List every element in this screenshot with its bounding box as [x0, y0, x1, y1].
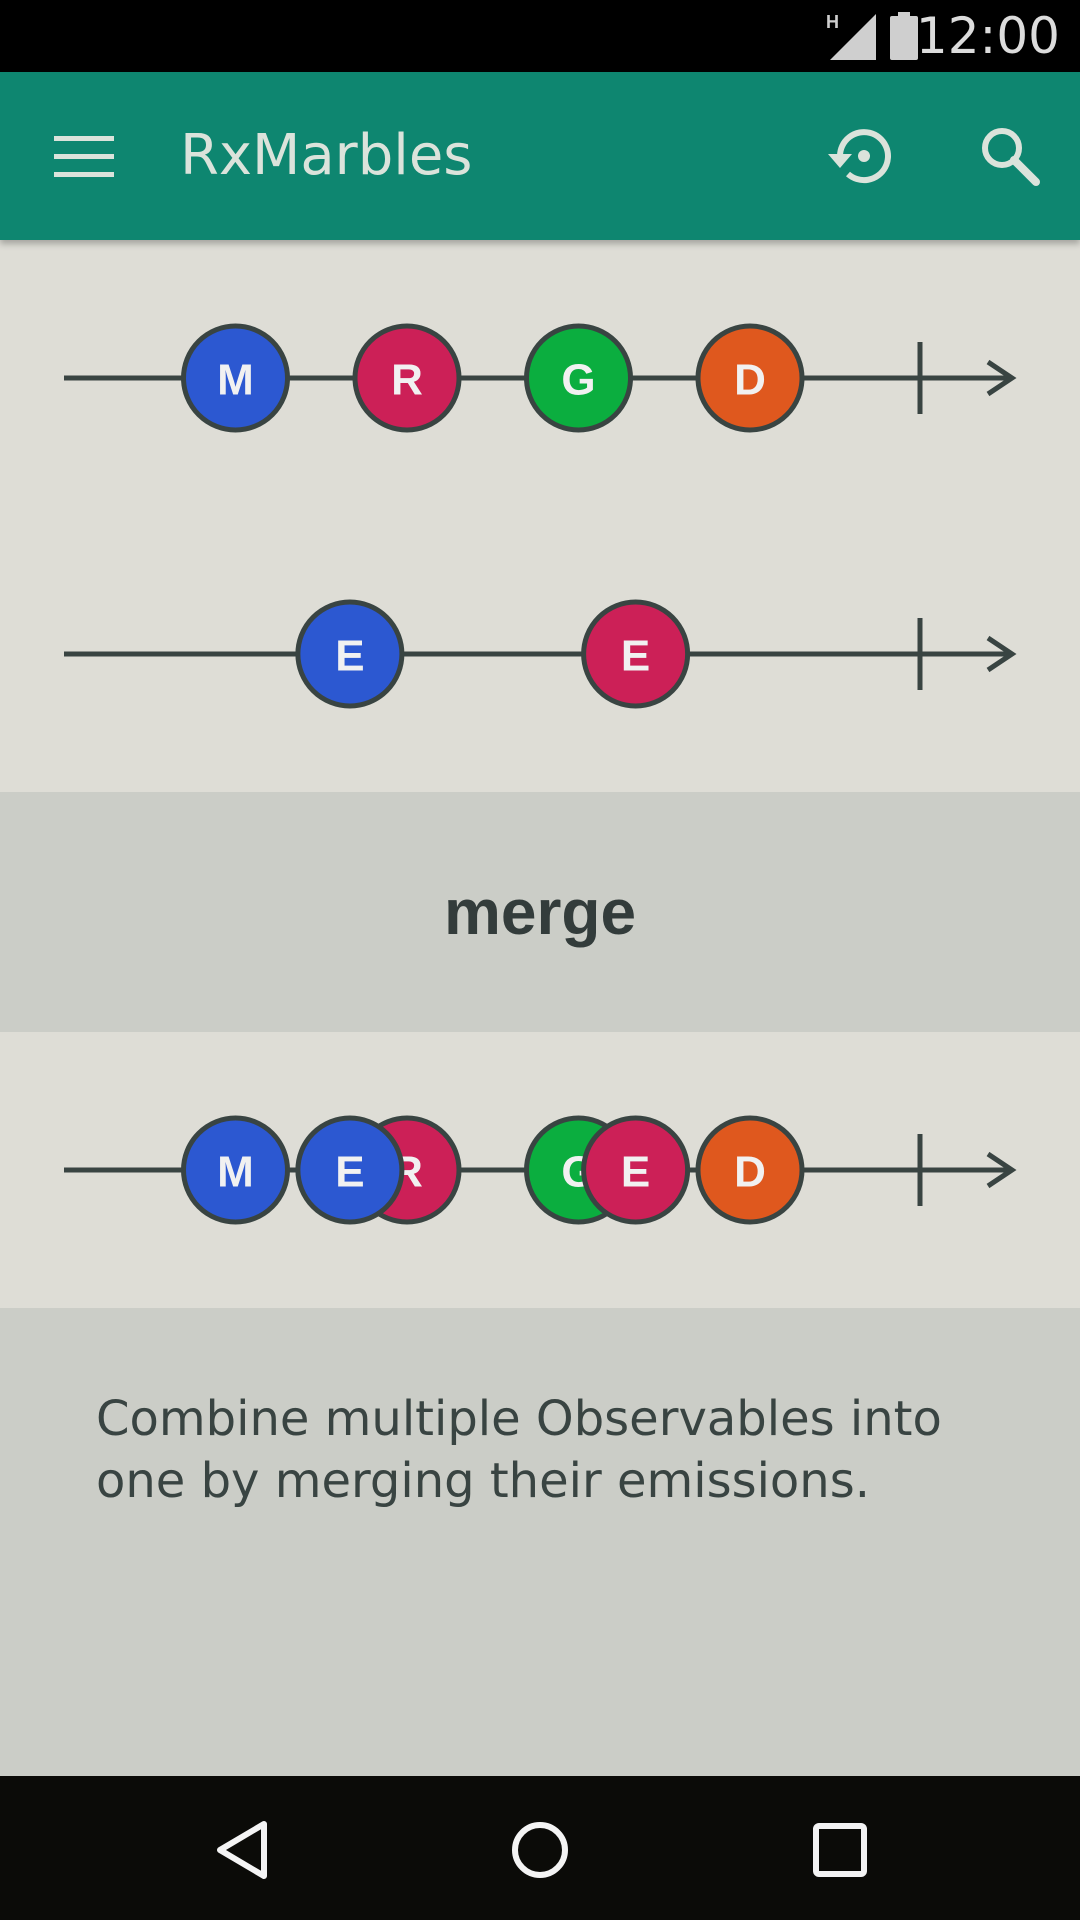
timeline-arrow [986, 1151, 1017, 1189]
marble-label: E [621, 1148, 650, 1197]
marble-e[interactable]: E [295, 599, 405, 709]
navigation-bar [0, 1776, 1080, 1920]
marble-d[interactable]: D [695, 323, 805, 433]
app-title: RxMarbles [180, 123, 473, 188]
network-type-label: H [826, 12, 839, 32]
marble-circle [352, 323, 462, 433]
marble-e[interactable]: E [581, 599, 691, 709]
marble-d: D [695, 1115, 805, 1225]
home-icon[interactable] [510, 1820, 570, 1880]
status-time: 12:00 [915, 7, 1060, 65]
battery-icon [890, 16, 918, 60]
marble-circle [581, 599, 691, 709]
marble-e: E [581, 1115, 691, 1225]
restore-icon[interactable] [826, 124, 894, 188]
marble-circle [295, 1115, 405, 1225]
status-bar: H 12:00 [0, 0, 1080, 72]
marble-label: R [391, 356, 423, 405]
marble-label: E [335, 1148, 364, 1197]
marble-label: G [561, 356, 595, 405]
marble-e: E [295, 1115, 405, 1225]
operator-name: merge [443, 876, 637, 948]
search-icon[interactable] [978, 124, 1042, 188]
marble-circle [695, 1115, 805, 1225]
signal-icon [830, 14, 876, 60]
marble-r[interactable]: R [352, 323, 462, 433]
marble-label: E [335, 632, 364, 681]
marble-label: D [734, 356, 766, 405]
marble-label: M [217, 356, 254, 405]
operator-description: Combine multiple Observables into one by… [96, 1391, 942, 1509]
operator-band: merge [0, 792, 1080, 1032]
marble-g[interactable]: G [524, 323, 633, 433]
status-icons: H [826, 12, 918, 60]
marble-circle [181, 1115, 290, 1225]
marble-circle [695, 323, 805, 433]
timeline-arrow [986, 635, 1017, 673]
app-bar: RxMarbles [0, 72, 1080, 240]
recents-icon[interactable] [812, 1822, 868, 1878]
marble-circle [295, 599, 405, 709]
marble-circle [581, 1115, 691, 1225]
marble-circle [181, 323, 290, 433]
marble-circle [524, 323, 633, 433]
hamburger-menu-icon[interactable] [52, 132, 116, 180]
description-band: Combine multiple Observables into one by… [0, 1308, 1080, 1776]
back-icon[interactable] [214, 1820, 270, 1880]
marble-m: M [181, 1115, 290, 1225]
marble-label: D [734, 1148, 766, 1197]
marble-m[interactable]: M [181, 323, 290, 433]
timeline-arrow [986, 359, 1017, 397]
marble-label: E [621, 632, 650, 681]
marble-label: M [217, 1148, 254, 1197]
